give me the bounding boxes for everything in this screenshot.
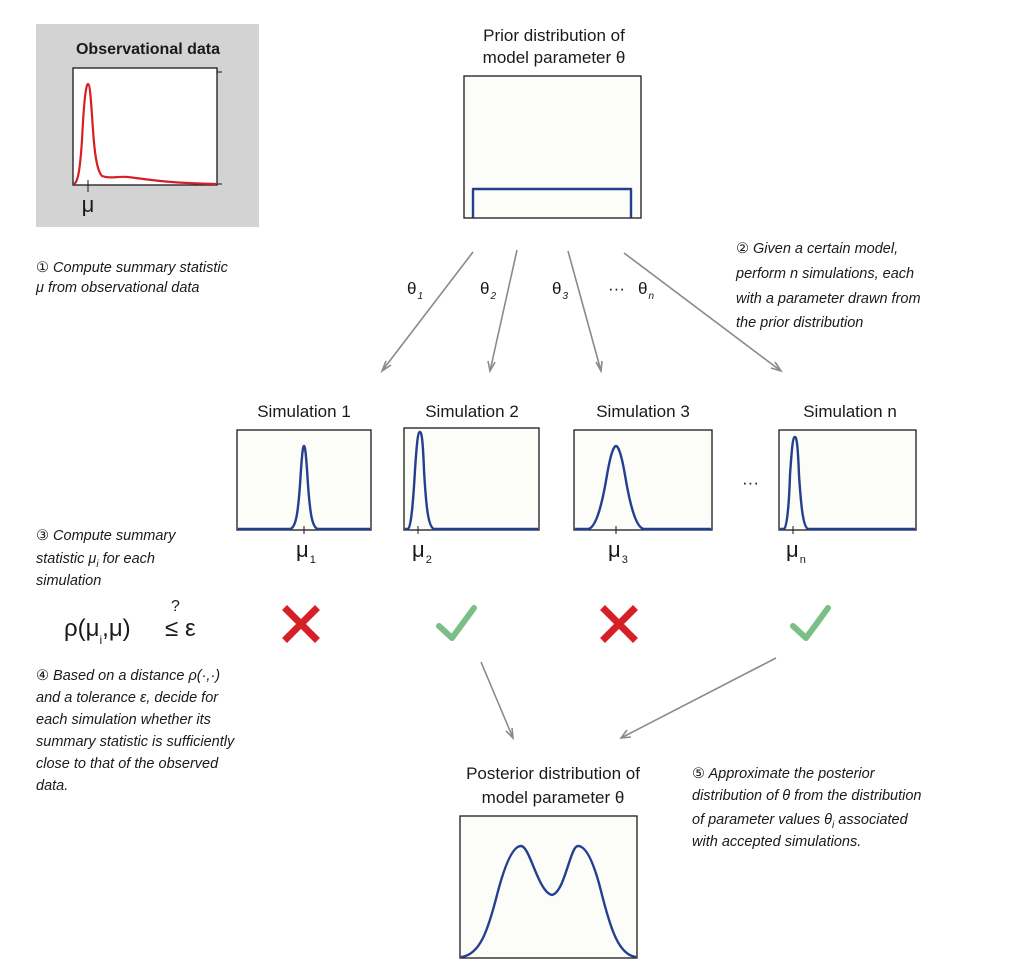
step-3-text: ③ Compute summary statistic μi for each … [36,528,176,589]
prior-title-line1: Prior distribution of [483,26,625,45]
theta-3-label: θ3 [552,279,568,302]
step-3-line: statistic μi for each [36,551,155,570]
simulation-1-curve [238,444,370,531]
observational-density-curve [73,82,217,186]
step-4-line: and a tolerance ε, decide for [36,690,219,706]
simulation-n-curve [780,435,915,531]
step-3-line: simulation [36,573,101,589]
simulation-2-title: Simulation 2 [425,402,519,421]
posterior-title-line2: model parameter θ [482,788,625,807]
step-5-line: distribution of θ from the distribution [692,788,922,804]
cross-mark-icon [600,605,638,643]
arrow-to-simulation-3 [567,250,603,374]
formula-le-symbol: ≤ [165,615,178,642]
check-mark-icon [790,605,831,641]
step-4-line: data. [36,778,68,794]
step-5-text: ⑤ Approximate the posterior distribution… [692,766,922,850]
arrow-from-simulation-n [619,657,777,739]
theta-n-label: θn [638,279,654,302]
distance-formula: ρ(μi,μ) ? ≤ ε [64,598,196,647]
arrow-to-simulation-1 [380,251,474,374]
step-1-line: μ from observational data [35,280,200,296]
posterior-distribution: Posterior distribution of model paramete… [459,764,640,959]
step-1-line: ① Compute summary statistic [36,260,229,276]
arrow-from-simulation-2 [480,661,515,741]
step-3-line: ③ Compute summary [36,528,176,544]
prior-uniform-curve [471,187,633,218]
simulation-ellipsis: ··· [742,473,759,492]
step-1-text: ① Compute summary statistic μ from obser… [35,260,229,296]
step-4-line: summary statistic is sufficiently [36,734,235,750]
step-4-line: close to that of the observed [36,756,219,772]
step-2-line: with a parameter drawn from [736,291,921,307]
simulation-2-curve [405,430,538,531]
step-4-text: ④ Based on a distance ρ(·,·) and a toler… [36,668,235,794]
prior-to-simulation-arrows [380,249,783,374]
posterior-plot-frame [459,815,638,959]
simulation-2: Simulation 2 μ2 [403,402,540,641]
simulation-2-mu-label: μ2 [412,537,432,566]
simulation-3-frame [573,429,713,531]
theta-2-label: θ2 [480,279,496,302]
simulation-n: Simulation n μn [778,402,917,641]
step-5-line: with accepted simulations. [692,834,861,850]
theta-ellipsis: ··· [608,279,625,298]
step-4-line: ④ Based on a distance ρ(·,·) [36,668,220,684]
prior-title-line2: model parameter θ [483,48,626,67]
simulation-1-mu-label: μ1 [296,537,316,566]
simulation-1: Simulation 1 μ1 [236,402,372,643]
step-2-line: the prior distribution [736,315,863,331]
observational-plot-frame [72,67,218,186]
simulation-1-title: Simulation 1 [257,402,351,421]
step-5-line: ⑤ Approximate the posterior [692,766,876,782]
observational-title: Observational data [76,41,220,58]
simulation-3-mu-label: μ3 [608,537,628,566]
simulation-3-title: Simulation 3 [596,402,690,421]
prior-distribution: Prior distribution of model parameter θ [463,26,642,219]
step-5-line: of parameter values θi associated [692,812,909,831]
step-4-line: each simulation whether its [36,712,211,728]
theta-1-label: θ1 [407,279,423,302]
simulation-n-title: Simulation n [803,402,897,421]
cross-mark-icon [282,605,320,643]
simulation-n-mu-label: μn [786,537,806,566]
check-mark-icon [436,605,477,641]
formula-question-mark: ? [171,598,180,615]
observational-data-panel: Observational data μ [36,24,259,227]
formula-epsilon: ε [185,615,196,642]
simulation-3-curve [575,444,711,531]
posterior-title-line1: Posterior distribution of [466,764,640,783]
formula-main: ρ(μi,μ) [64,615,131,647]
posterior-bimodal-curve [460,844,637,959]
arrow-to-simulation-2 [487,249,518,374]
prior-plot-frame [463,75,642,219]
step-2-text: ② Given a certain model, perform n simul… [735,241,921,331]
arrow-to-simulation-n [623,252,783,373]
simulation-3: Simulation 3 μ3 [573,402,713,643]
theta-labels: θ1 θ2 θ3 ··· θn [407,279,654,302]
step-2-line: perform n simulations, each [735,266,914,282]
observational-mu-label: μ [82,192,95,217]
accepted-to-posterior-arrows [480,657,777,741]
step-2-line: ② Given a certain model, [736,241,898,257]
